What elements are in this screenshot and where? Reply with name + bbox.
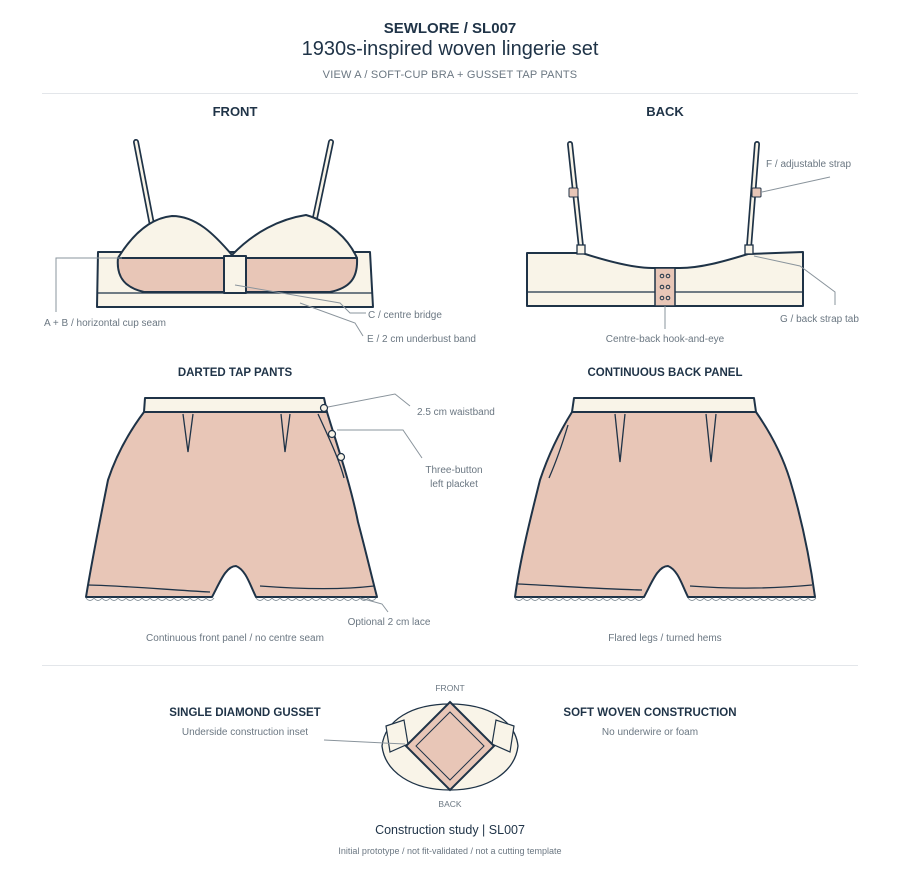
lace-edge-left xyxy=(85,597,215,601)
centre-bridge xyxy=(223,255,247,294)
hook-and-eye xyxy=(654,267,676,307)
pants-back-caption: Flared legs / turned hems xyxy=(608,633,721,644)
gusset-drawing xyxy=(323,700,519,792)
callout-adjustable-strap: F / adjustable strap xyxy=(766,159,851,170)
right-cup xyxy=(231,214,358,259)
bra-front-heading: FRONT xyxy=(212,104,258,119)
gusset-back-label: BACK xyxy=(438,799,461,809)
strap-slider-left xyxy=(568,187,579,198)
callout-placket-line1: Three-button xyxy=(425,465,482,476)
brand-code: SEWLORE / SL007 xyxy=(383,20,517,37)
page-title: 1930s-inspired woven lingerie set xyxy=(301,38,599,60)
gusset-caption: Underside construction inset xyxy=(182,727,308,738)
callout-cup-seam: A + B / horizontal cup seam xyxy=(44,318,166,329)
lace-edge-right xyxy=(255,597,377,601)
pants-front-waistband xyxy=(143,397,328,413)
gusset-front-label: FRONT xyxy=(435,683,464,693)
pants-front-drawing xyxy=(85,393,423,613)
divider-top xyxy=(42,93,858,94)
pants-front-heading: DARTED TAP PANTS xyxy=(177,367,293,379)
callout-centre-bridge: C / centre bridge xyxy=(368,310,442,321)
pants-front-body xyxy=(85,411,378,598)
bra-back-heading: BACK xyxy=(646,104,684,119)
callout-underbust-band: E / 2 cm underbust band xyxy=(367,334,476,345)
bra-back-drawing xyxy=(526,141,836,329)
gusset-heading: SINGLE DIAMOND GUSSET xyxy=(169,707,321,719)
pants-back-drawing xyxy=(514,397,817,601)
callout-waistband: 2.5 cm waistband xyxy=(417,407,495,418)
page-subtitle: VIEW A / SOFT-CUP BRA + GUSSET TAP PANTS xyxy=(322,69,578,81)
callout-lace: Optional 2 cm lace xyxy=(348,617,431,628)
pants-back-waistband xyxy=(571,397,757,413)
callout-back-strap-tab: G / back strap tab xyxy=(780,314,859,325)
bra-front-drawing xyxy=(55,139,374,337)
construction-caption: No underwire or foam xyxy=(602,727,698,738)
strap-slider-right xyxy=(751,187,762,198)
pants-back-body xyxy=(514,411,816,598)
callout-placket-line2: left placket xyxy=(430,479,478,490)
callout-hook-and-eye: Centre-back hook-and-eye xyxy=(606,334,725,345)
pants-front-caption: Continuous front panel / no centre seam xyxy=(146,633,324,644)
footer-title: Construction study | SL007 xyxy=(375,823,525,837)
pants-back-heading: CONTINUOUS BACK PANEL xyxy=(587,367,743,379)
construction-heading: SOFT WOVEN CONSTRUCTION xyxy=(563,707,737,719)
divider-middle xyxy=(42,665,858,666)
gusset-diamond xyxy=(404,700,496,792)
left-cup xyxy=(117,215,233,259)
footer-note: Initial prototype / not fit-validated / … xyxy=(338,846,561,856)
